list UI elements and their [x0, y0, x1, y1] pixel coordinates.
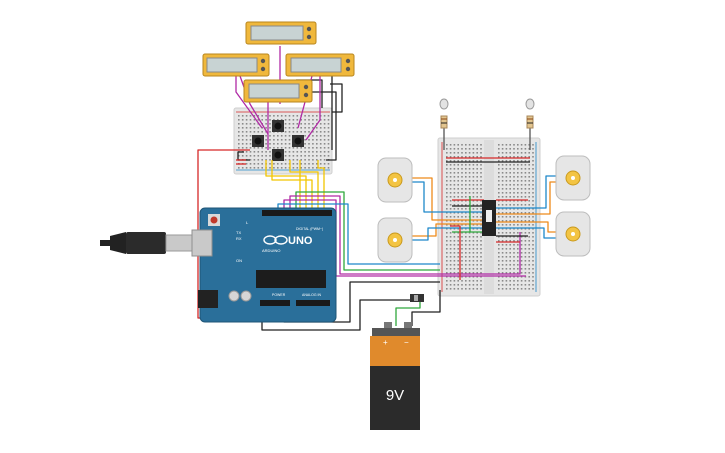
dc-motor-top-right[interactable]	[555, 155, 591, 201]
arduino-logo-text: ARDUINO	[262, 248, 280, 253]
push-button-bottom[interactable]	[272, 149, 284, 161]
dc-motor-top-left[interactable]	[377, 157, 413, 203]
usb-cable[interactable]	[100, 232, 193, 254]
arduino-brand: UNO	[288, 235, 313, 247]
power-pins-label: POWER	[272, 293, 286, 297]
l-led-label: L	[246, 220, 249, 225]
rx-led-label: RX	[236, 236, 242, 241]
push-button-left[interactable]	[252, 135, 264, 147]
tx-led-label: TX	[236, 230, 241, 235]
push-button-right[interactable]	[292, 135, 304, 147]
lcd-panel-top[interactable]	[245, 21, 317, 45]
battery-minus-label: −	[404, 338, 409, 347]
lcd-panel-middle[interactable]	[243, 79, 313, 103]
dc-motor-bottom-right[interactable]	[555, 211, 591, 257]
analog-pins-label: ANALOG IN	[302, 293, 322, 297]
digital-pins-label: DIGITAL (PWM~)	[296, 227, 323, 231]
arduino-logo-icon	[263, 235, 288, 245]
led-right[interactable]	[525, 98, 535, 129]
push-button-top[interactable]	[272, 120, 284, 132]
on-led-label: ON	[236, 258, 242, 263]
battery-voltage-label: 9V	[386, 387, 404, 404]
led-left[interactable]	[439, 98, 449, 129]
arduino-uno-board[interactable]: UNO ARDUINO DIGITAL (PWM~) POWER ANALOG …	[191, 207, 337, 323]
slide-switch[interactable]	[410, 294, 424, 302]
lcd-panel-left[interactable]	[202, 53, 270, 77]
battery-9v[interactable]: + − 9V	[370, 322, 420, 430]
lcd-panel-right[interactable]	[285, 53, 355, 77]
small-breadboard[interactable]	[233, 107, 333, 175]
battery-plus-label: +	[383, 338, 388, 347]
dc-motor-bottom-left[interactable]	[377, 217, 413, 263]
motor-driver-ic[interactable]	[482, 200, 496, 236]
